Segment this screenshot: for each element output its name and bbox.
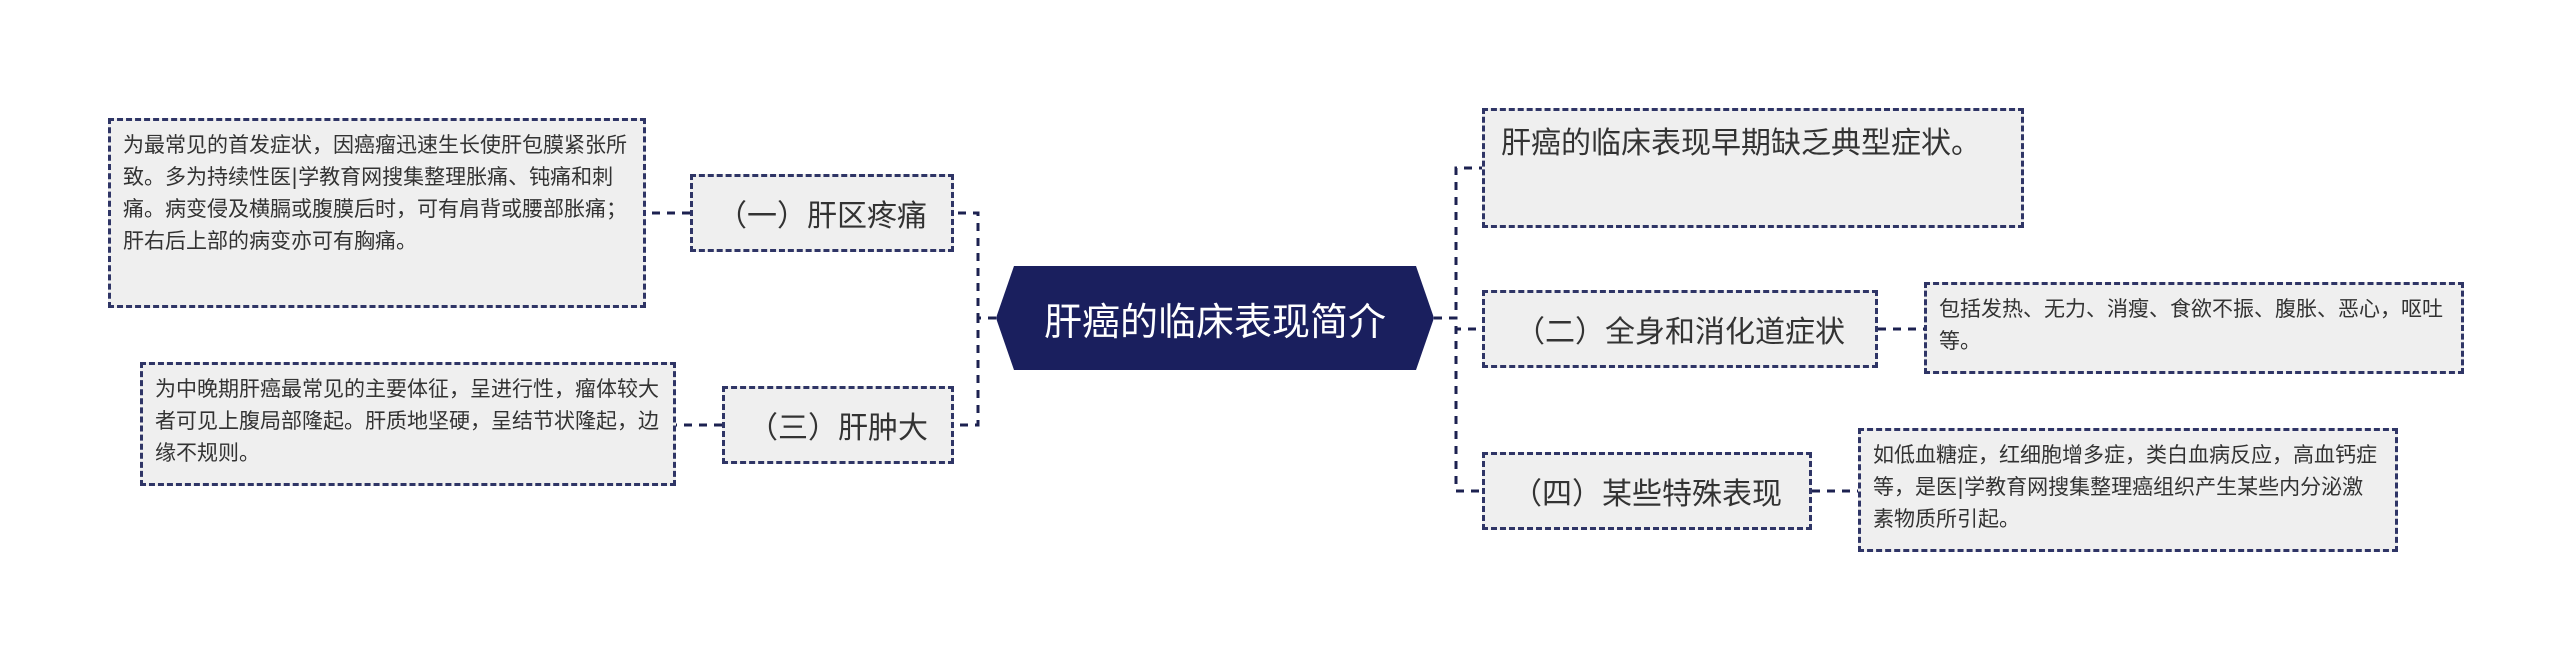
connector-root-to-systemic: [1434, 316, 1482, 331]
branch-hepatomegaly[interactable]: （三）肝肿大: [722, 386, 954, 464]
branch-systemic-symptoms-label: （二）全身和消化道症状: [1515, 315, 1845, 350]
branch-liver-pain[interactable]: （一）肝区疼痛: [690, 174, 954, 252]
connector-root-to-hepatomegaly: [954, 316, 996, 427]
branch-systemic-symptoms[interactable]: （二）全身和消化道症状: [1482, 290, 1878, 368]
detail-systemic-symptoms-text: 包括发热、无力、消瘦、食欲不振、腹胀、恶心，呕吐等。: [1939, 297, 2443, 353]
connector-root-to-special: [1434, 316, 1482, 493]
branch-hepatomegaly-label: （三）肝肿大: [748, 411, 928, 446]
root-shape: [996, 266, 1434, 370]
detail-special-manifestations-text: 如低血糖症，红细胞增多症，类白血病反应，高血钙症等，是医|学教育网搜集整理癌组织…: [1873, 443, 2377, 531]
detail-liver-pain-text: 为最常见的首发症状，因癌瘤迅速生长使肝包膜紧张所致。多为持续性医|学教育网搜集整…: [123, 133, 627, 253]
branch-liver-pain-label: （一）肝区疼痛: [717, 199, 927, 234]
root-title: 肝癌的临床表现简介: [1043, 299, 1386, 344]
detail-hepatomegaly[interactable]: 为中晚期肝癌最常见的主要体征，呈进行性，瘤体较大者可见上腹局部隆起。肝质地坚硬，…: [140, 362, 676, 486]
detail-liver-pain[interactable]: 为最常见的首发症状，因癌瘤迅速生长使肝包膜紧张所致。多为持续性医|学教育网搜集整…: [108, 118, 646, 308]
connector-root-to-liver-pain: [954, 211, 996, 320]
branch-special-manifestations[interactable]: （四）某些特殊表现: [1482, 452, 1812, 530]
branch-early-symptoms[interactable]: 肝癌的临床表现早期缺乏典型症状。: [1482, 108, 2024, 228]
detail-hepatomegaly-text: 为中晚期肝癌最常见的主要体征，呈进行性，瘤体较大者可见上腹局部隆起。肝质地坚硬，…: [155, 377, 659, 465]
branch-special-manifestations-label: （四）某些特殊表现: [1512, 477, 1782, 512]
detail-special-manifestations[interactable]: 如低血糖症，红细胞增多症，类白血病反应，高血钙症等，是医|学教育网搜集整理癌组织…: [1858, 428, 2398, 552]
branch-early-symptoms-label: 肝癌的临床表现早期缺乏典型症状。: [1501, 126, 1981, 161]
root-topic[interactable]: 肝癌的临床表现简介: [996, 266, 1434, 370]
detail-systemic-symptoms[interactable]: 包括发热、无力、消瘦、食欲不振、腹胀、恶心，呕吐等。: [1924, 282, 2464, 374]
connector-root-to-early: [1434, 166, 1482, 320]
